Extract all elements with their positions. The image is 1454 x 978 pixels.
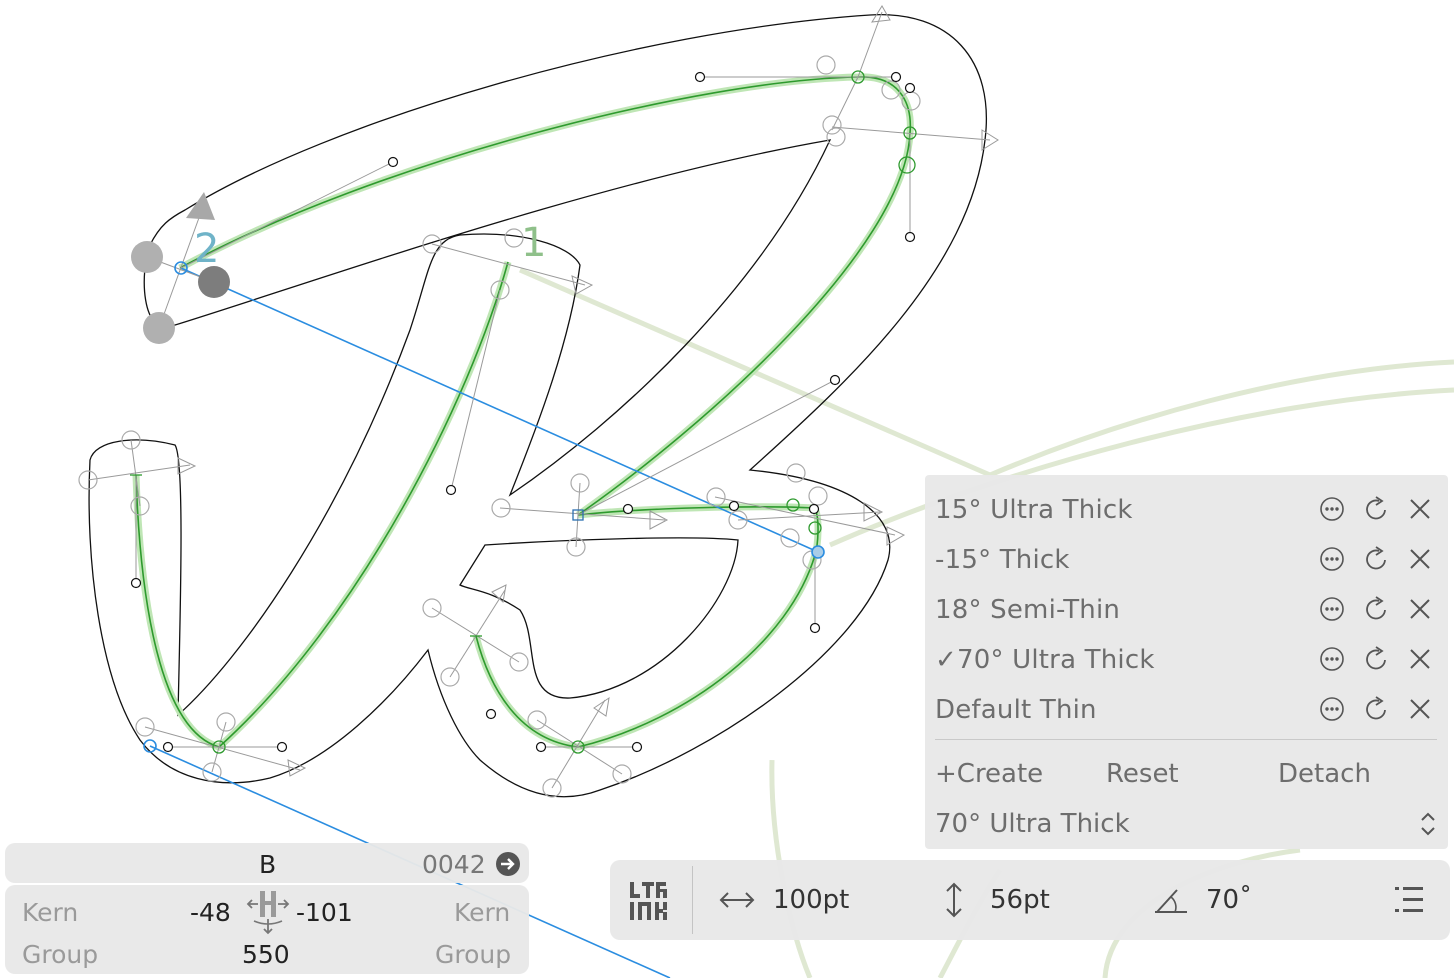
close-icon[interactable] xyxy=(1406,495,1434,523)
right-kern-value[interactable]: -101 xyxy=(296,898,353,927)
handle-points[interactable] xyxy=(130,71,916,753)
angle-icon xyxy=(1155,889,1187,913)
ellipsis-circle-icon[interactable] xyxy=(1318,545,1346,573)
right-kern-label: Kern xyxy=(454,898,511,927)
direction-arrows xyxy=(177,5,999,777)
ellipsis-circle-icon[interactable] xyxy=(1318,645,1346,673)
ellipsis-circle-icon[interactable] xyxy=(1318,495,1346,523)
ellipsis-circle-icon[interactable] xyxy=(1318,695,1346,723)
chevron-up-down-icon xyxy=(1421,812,1435,836)
left-kern-label: Kern xyxy=(22,898,79,927)
advance-width-value[interactable]: 550 xyxy=(242,940,290,969)
preset-row[interactable]: 15° Ultra Thick xyxy=(925,483,1448,533)
nib-angle-value[interactable]: 70˚ xyxy=(1206,885,1253,915)
preset-label: -15° Thick xyxy=(935,545,1070,575)
preset-label: 18° Semi-Thin xyxy=(935,595,1121,625)
point-label-2: 2 xyxy=(194,226,219,272)
reset-button[interactable]: Reset xyxy=(1106,759,1179,789)
close-icon[interactable] xyxy=(1406,545,1434,573)
nib-height-value[interactable]: 56pt xyxy=(990,885,1050,915)
off-curve-points[interactable] xyxy=(78,55,921,798)
nib-handles[interactable] xyxy=(131,192,230,344)
create-button[interactable]: +Create xyxy=(935,759,1044,789)
letterink-logo-icon[interactable] xyxy=(628,878,670,922)
stroke-preset-panel: 15° Ultra Thick -15° Thick 18° Semi-Thin… xyxy=(925,475,1448,849)
rotate-icon[interactable] xyxy=(1363,495,1391,523)
right-group-label: Group xyxy=(435,940,512,969)
preset-label: Default Thin xyxy=(935,695,1097,725)
glyph-name: B xyxy=(259,850,277,879)
rotate-icon[interactable] xyxy=(1363,595,1391,623)
skeleton-paths xyxy=(132,73,914,751)
preset-label: 15° Ultra Thick xyxy=(935,495,1133,525)
preset-row[interactable]: Default Thin xyxy=(925,683,1448,733)
rotate-icon[interactable] xyxy=(1363,545,1391,573)
toolbar-separator xyxy=(692,866,693,934)
close-icon[interactable] xyxy=(1406,695,1434,723)
rotate-icon[interactable] xyxy=(1363,695,1391,723)
horizontal-arrow-icon xyxy=(719,892,755,908)
preset-select-value: 70° Ultra Thick xyxy=(935,809,1130,839)
preset-row-active[interactable]: ✓70° Ultra Thick xyxy=(925,633,1448,683)
close-icon[interactable] xyxy=(1406,645,1434,673)
glyph-header: B 0042 xyxy=(5,843,529,883)
preset-select[interactable]: 70° Ultra Thick xyxy=(925,805,1448,845)
ellipsis-circle-icon[interactable] xyxy=(1318,595,1346,623)
point-label-1: 1 xyxy=(521,220,546,266)
on-curve-points[interactable] xyxy=(130,70,917,754)
selected-points[interactable] xyxy=(143,261,825,753)
arrow-right-circle-icon[interactable] xyxy=(495,851,521,877)
preset-row[interactable]: 18° Semi-Thin xyxy=(925,583,1448,633)
preset-row[interactable]: -15° Thick xyxy=(925,533,1448,583)
glyph-unicode: 0042 xyxy=(422,850,486,879)
metrics-panel: Kern Group Kern Group -48 -101 550 xyxy=(5,885,529,974)
left-kern-value[interactable]: -48 xyxy=(190,898,231,927)
rotate-icon[interactable] xyxy=(1363,645,1391,673)
detach-button[interactable]: Detach xyxy=(1278,759,1371,789)
glyph-outline xyxy=(88,14,987,798)
nib-width-value[interactable]: 100pt xyxy=(773,885,850,915)
left-group-label: Group xyxy=(22,940,99,969)
preset-label: ✓70° Ultra Thick xyxy=(935,645,1155,675)
vertical-arrow-icon xyxy=(946,882,962,918)
pen-toolbar: 100pt 56pt 70˚ xyxy=(610,860,1450,940)
bowl-counter xyxy=(459,537,739,699)
list-menu-icon[interactable] xyxy=(1393,882,1425,918)
close-icon[interactable] xyxy=(1406,595,1434,623)
metrics-icon xyxy=(246,891,290,935)
panel-divider xyxy=(935,739,1437,740)
